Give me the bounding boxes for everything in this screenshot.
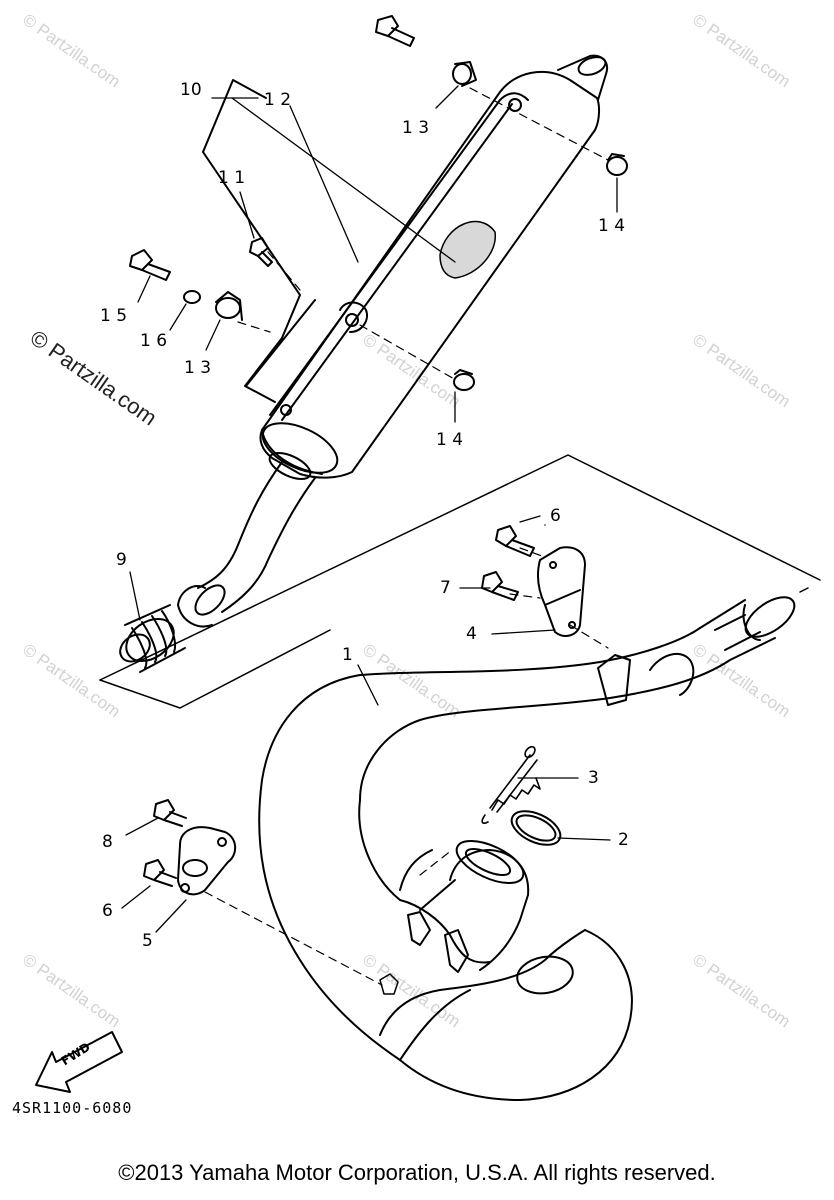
fwd-arrow-icon	[35, 1031, 123, 1093]
callout-8[interactable]: 8	[102, 832, 113, 852]
callout-5[interactable]: 5	[142, 931, 153, 951]
callout-14-lower[interactable]: 1 4	[436, 430, 464, 450]
oring-2	[510, 810, 562, 846]
pipe-group-bracket	[99, 454, 821, 709]
diagram-part-code: 4SR1100-6080	[12, 1099, 133, 1117]
fasteners	[129, 15, 628, 995]
joint-spring-9	[119, 604, 186, 673]
callout-14-upper[interactable]: 1 4	[598, 216, 626, 236]
muffler-silencer	[259, 54, 608, 479]
callout-10[interactable]: 10	[180, 80, 202, 100]
spring-3	[481, 745, 541, 824]
callout-2[interactable]: 2	[618, 830, 629, 850]
callout-7[interactable]: 7	[440, 578, 451, 598]
callout-16[interactable]: 1 6	[140, 331, 168, 351]
exhaust-pipe	[258, 596, 796, 1101]
callout-3[interactable]: 3	[588, 768, 599, 788]
callout-6-lower[interactable]: 6	[102, 901, 113, 921]
callout-6-upper[interactable]: 6	[550, 506, 561, 526]
callout-9[interactable]: 9	[116, 550, 127, 570]
plate-5	[177, 826, 237, 896]
callout-4[interactable]: 4	[466, 624, 477, 644]
callout-12[interactable]: 1 2	[264, 90, 292, 110]
alignment-lines	[204, 87, 609, 986]
callout-11[interactable]: 1 1	[218, 168, 246, 188]
leader-lines	[121, 85, 618, 933]
callout-15[interactable]: 1 5	[100, 306, 128, 326]
callout-1[interactable]: 1	[342, 645, 353, 665]
silencer-inlet-pipe	[177, 452, 316, 628]
copyright-notice: ©2013 Yamaha Motor Corporation, U.S.A. A…	[118, 1160, 716, 1185]
callout-13-upper[interactable]: 1 3	[402, 118, 430, 138]
oring-2-inner	[515, 814, 557, 842]
callout-13-lower[interactable]: 1 3	[184, 358, 212, 378]
silencer-group-bracket	[202, 79, 316, 403]
bracket-4	[536, 546, 586, 637]
